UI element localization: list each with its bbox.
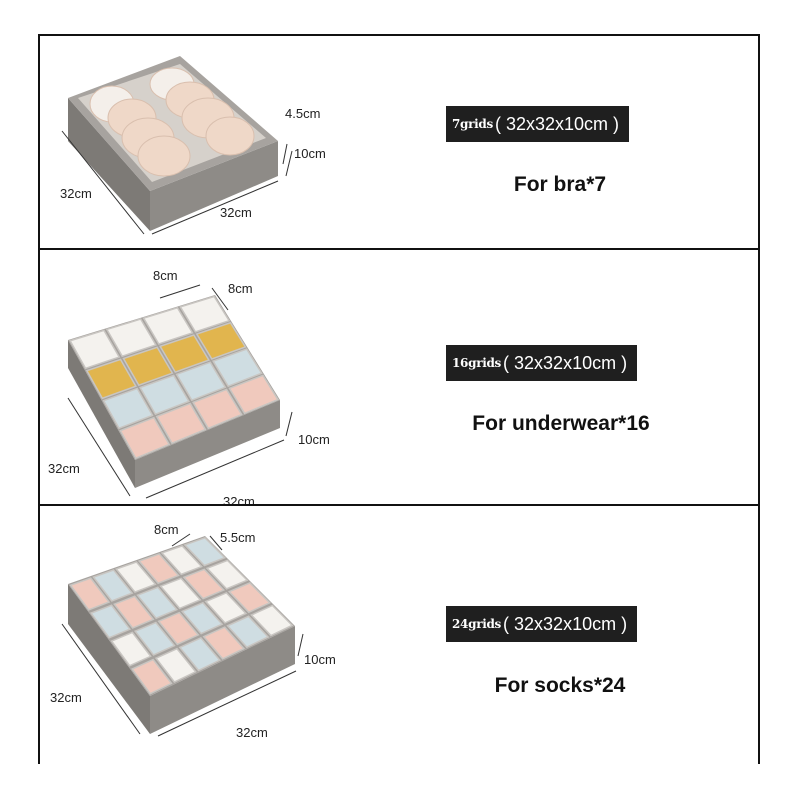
product-comparison-frame: 32cm 32cm 4.5cm 10cm 7grids ( 32x32x10cm…: [38, 34, 760, 764]
grid-cell: [228, 374, 280, 415]
dim-depth-label: 32cm: [48, 461, 80, 476]
grid-cell: [179, 295, 231, 333]
grid-cell: [102, 387, 154, 430]
grid-cell: [154, 647, 197, 683]
dim-width-label: 32cm: [220, 205, 252, 220]
underwear-cells: [69, 295, 280, 460]
panel-bra-organizer: 32cm 32cm 4.5cm 10cm 7grids ( 32x32x10cm…: [40, 36, 758, 248]
grid-cell: [180, 601, 224, 635]
grid-cell: [131, 658, 173, 695]
panel-socks-organizer: 32cm 32cm 10cm 8cm 5.5cm 24grids ( 32x32…: [40, 504, 758, 764]
underwear-organizer-illustration: 32cm 32cm 10cm 8cm 8cm: [48, 268, 330, 506]
usage-caption: For socks*24: [494, 674, 626, 697]
grid-cell: [192, 388, 243, 430]
grid-cell: [182, 568, 226, 600]
grid-cell: [110, 631, 152, 667]
grid-cell: [85, 358, 137, 400]
grid-cell: [175, 361, 227, 402]
grid-cell: [69, 329, 121, 370]
box-size: ( 32x32x10cm ): [503, 352, 628, 373]
grid-cell: [226, 615, 270, 649]
grid-cell: [159, 334, 210, 374]
bra-organizer-illustration: 32cm 32cm 4.5cm 10cm: [60, 56, 326, 235]
grid-spec-badge: 7grids ( 32x32x10cm ): [446, 106, 630, 142]
grid-cell: [69, 577, 111, 611]
grid-cell: [195, 321, 247, 360]
grid-cell: [183, 536, 227, 567]
grid-cell: [89, 604, 132, 639]
grid-cell: [133, 621, 176, 656]
grid-cell: [105, 318, 157, 358]
grid-cell: [119, 416, 171, 460]
grid-cell: [212, 348, 263, 388]
grid-cell: [202, 626, 246, 660]
grid-count: 16grids: [452, 356, 502, 370]
grid-cell: [92, 569, 134, 602]
dim-depth-label: 32cm: [60, 186, 92, 201]
box-size: ( 32x32x10cm ): [503, 613, 628, 634]
dim-box-height-label: 10cm: [298, 432, 330, 447]
grid-cell: [142, 306, 194, 345]
grid-cell: [157, 611, 200, 646]
dim-box-height-label: 10cm: [294, 146, 326, 161]
grid-cell: [139, 374, 190, 416]
grid-cell: [122, 346, 174, 387]
grid-cell: [113, 595, 155, 629]
grid-cell: [227, 582, 272, 614]
dim-width-label: 32cm: [236, 725, 268, 740]
grid-cell: [115, 561, 157, 593]
dim-depth-label: 32cm: [50, 690, 82, 705]
panel-underwear-organizer: 32cm 32cm 10cm 8cm 8cm 16grids ( 32x32x1…: [40, 248, 758, 506]
grid-cell: [136, 586, 179, 620]
grid-cell: [160, 545, 203, 576]
dim-cell-width-label: 8cm: [154, 522, 179, 537]
dim-cell-width-label: 8cm: [153, 268, 178, 283]
dim-box-height-label: 10cm: [304, 652, 336, 667]
sock-cells: [69, 536, 294, 695]
dim-width-label: 32cm: [223, 494, 255, 506]
grid-cell: [178, 636, 221, 672]
box-size: ( 32x32x10cm ): [494, 113, 620, 134]
grid-cell: [204, 591, 248, 624]
usage-caption: For underwear*16: [472, 412, 650, 435]
dim-cell-depth-label: 5.5cm: [220, 530, 255, 545]
grid-cell: [155, 402, 207, 445]
grid-cell: [205, 559, 249, 590]
grid-cell: [159, 577, 202, 610]
dim-cell-depth-label: 8cm: [228, 281, 253, 296]
grid-count: 24grids: [452, 617, 502, 631]
dim-grid-height-label: 4.5cm: [285, 106, 320, 121]
grid-cell: [137, 553, 180, 585]
grid-cell: [250, 604, 294, 637]
grid-count: 7grids: [452, 117, 493, 131]
grid-spec-badge: 16grids ( 32x32x10cm ): [446, 345, 638, 381]
grid-spec-badge: 24grids ( 32x32x10cm ): [446, 606, 638, 642]
usage-caption: For bra*7: [513, 173, 607, 196]
socks-organizer-illustration: 32cm 32cm 10cm 8cm 5.5cm: [50, 522, 336, 740]
